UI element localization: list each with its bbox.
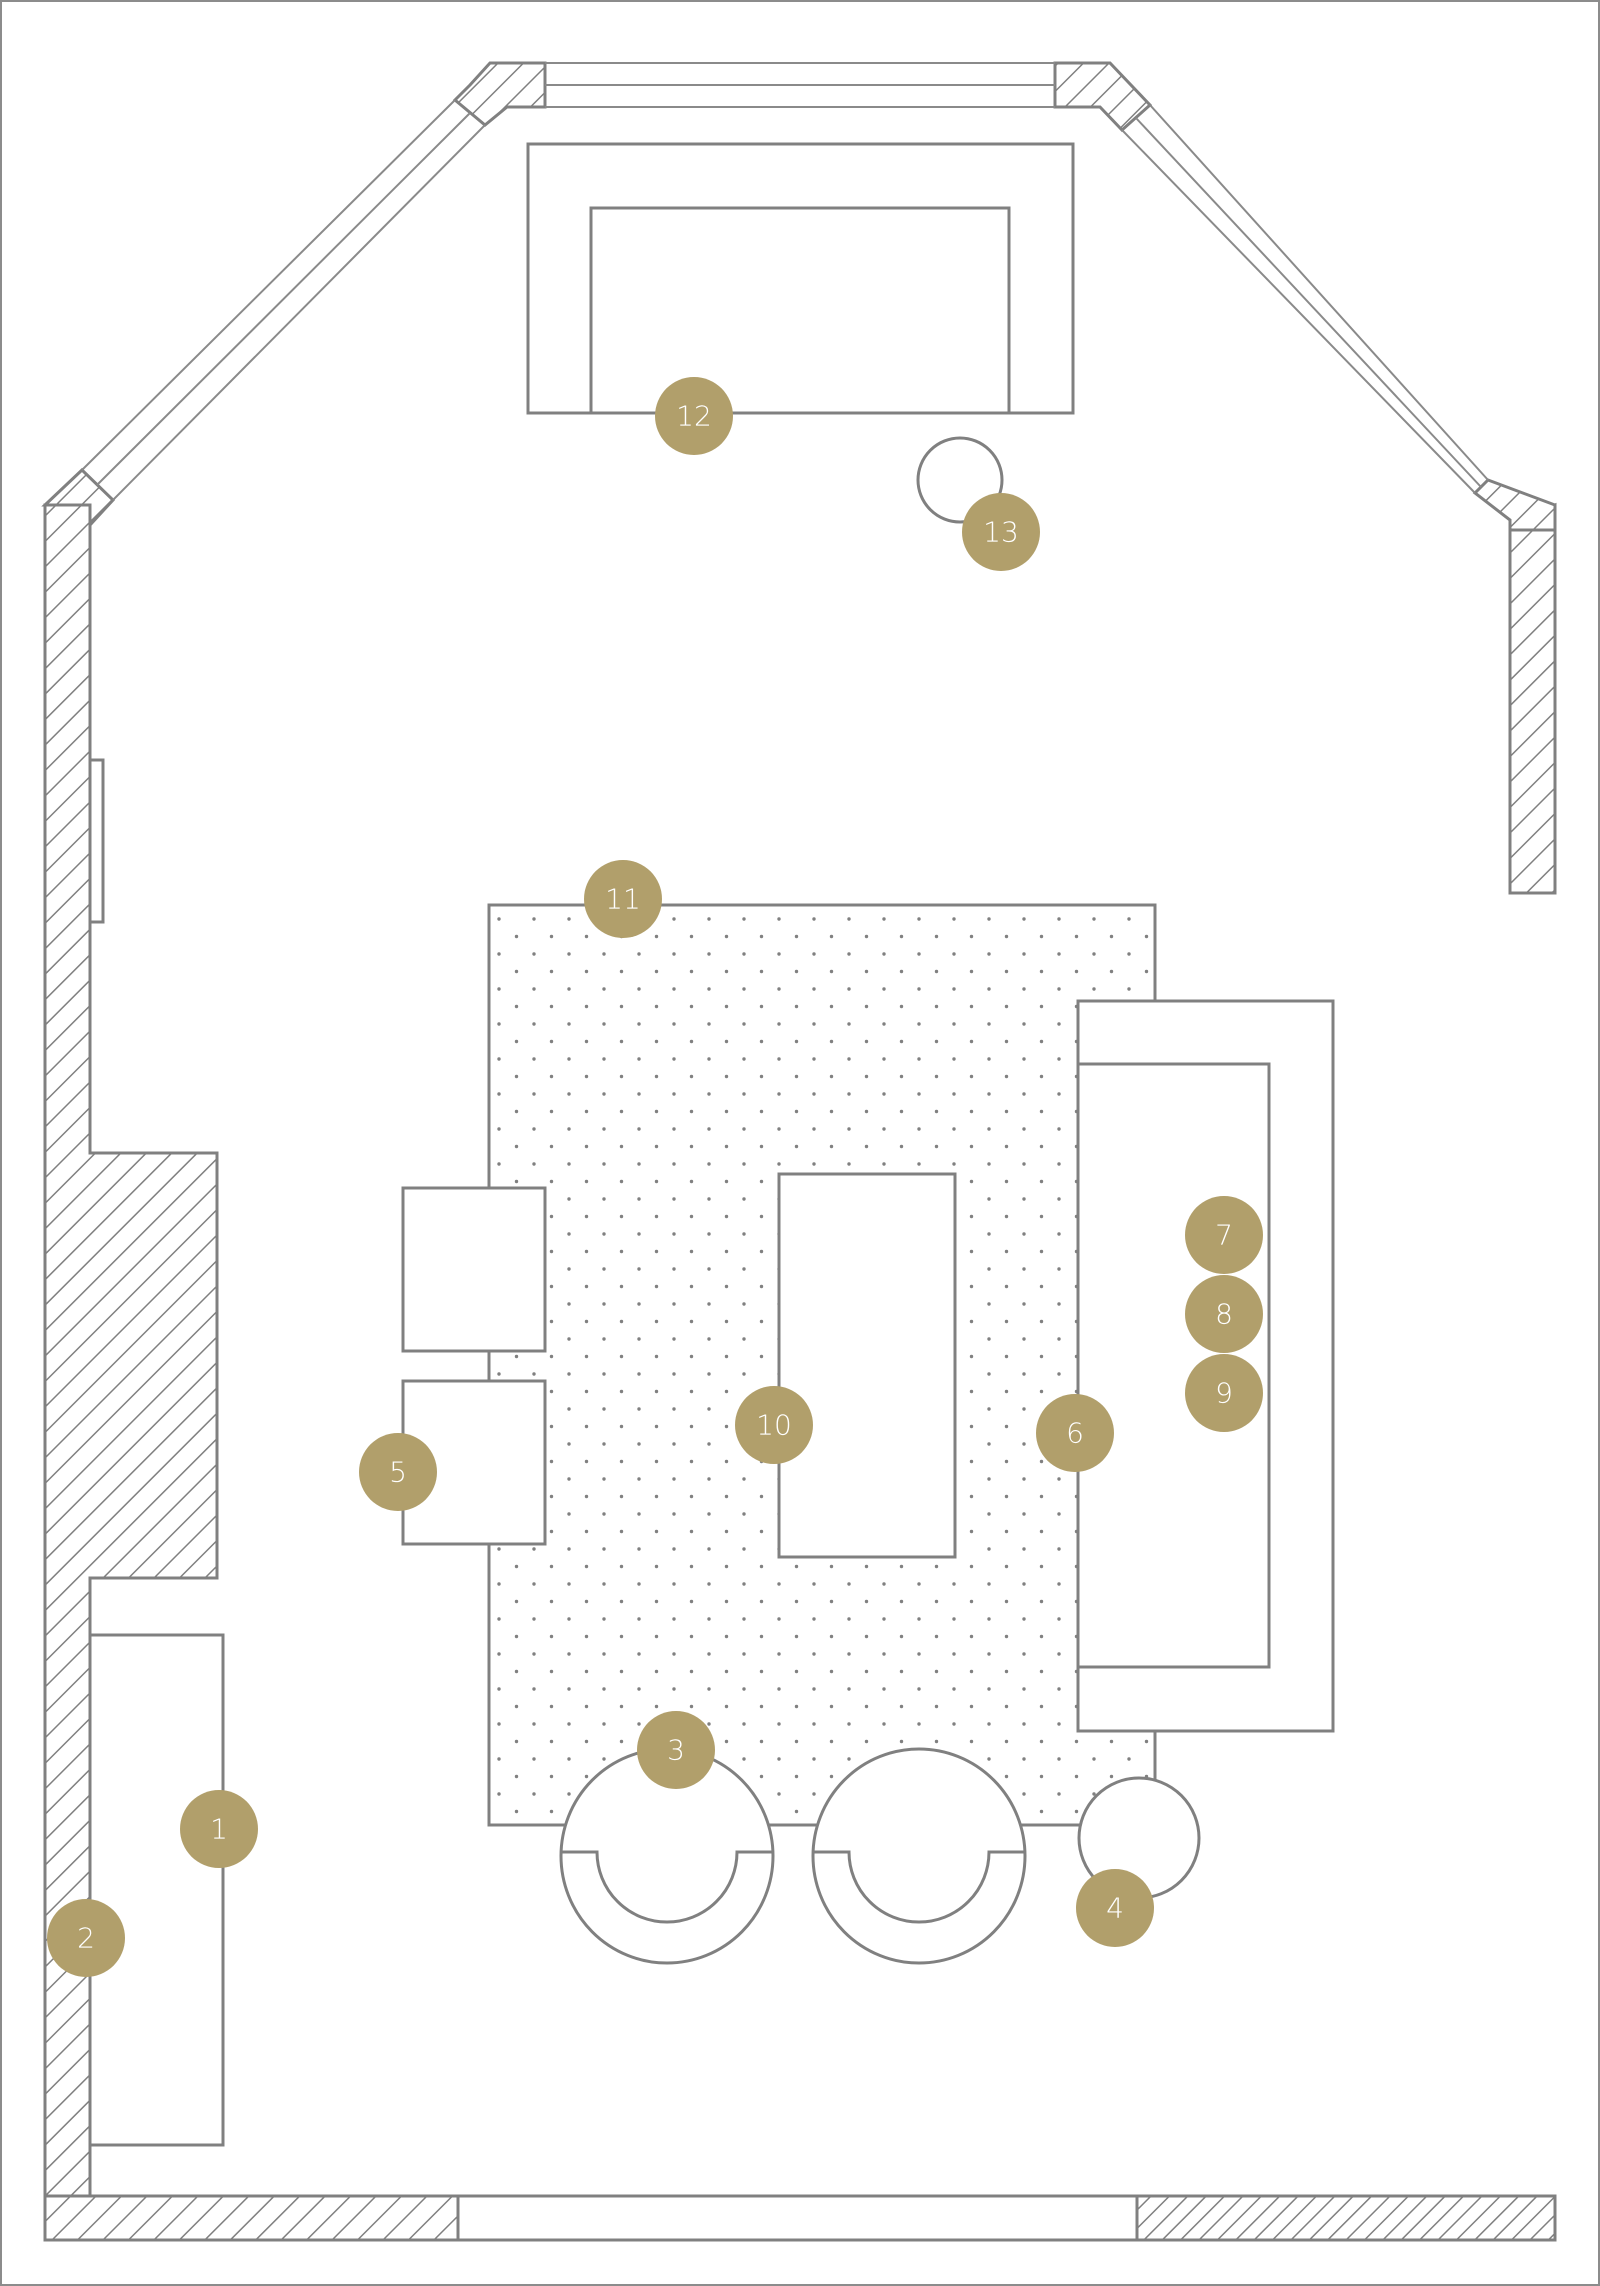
badge-label: 3 — [667, 1734, 685, 1767]
cabinet[interactable] — [88, 1633, 225, 2147]
badge-circle — [1185, 1275, 1263, 1353]
marker-badge-9[interactable]: 9 — [1185, 1354, 1263, 1432]
right-wall — [1508, 502, 1557, 895]
badge-label: 4 — [1106, 1892, 1124, 1925]
badge-label: 5 — [389, 1456, 407, 1489]
badge-circle — [359, 1433, 437, 1511]
marker-badge-13[interactable]: 13 — [962, 493, 1040, 571]
badge-label: 8 — [1215, 1298, 1233, 1331]
walls — [41, 61, 1557, 2242]
top-window — [545, 62, 1055, 108]
badge-label: 13 — [983, 516, 1019, 549]
badge-circle — [47, 1899, 125, 1977]
right-corner-bottom — [1472, 478, 1557, 532]
right-corner-top — [1053, 61, 1153, 133]
badge-circle — [1185, 1196, 1263, 1274]
badge-circle — [1185, 1354, 1263, 1432]
badge-circle — [637, 1711, 715, 1789]
bottom-wall-left — [43, 2194, 460, 2242]
badge-label: 9 — [1215, 1377, 1233, 1410]
marker-badge-6[interactable]: 6 — [1036, 1394, 1114, 1472]
badge-label: 2 — [77, 1922, 95, 1955]
left-diagonal-window — [81, 99, 486, 501]
marker-badge-8[interactable]: 8 — [1185, 1275, 1263, 1353]
marker-badge-7[interactable]: 7 — [1185, 1196, 1263, 1274]
badge-label: 6 — [1066, 1417, 1084, 1450]
badge-circle — [1036, 1394, 1114, 1472]
badge-circle — [735, 1386, 813, 1464]
bottom-doorway — [456, 2194, 1139, 2242]
coffee-table[interactable] — [777, 1172, 957, 1559]
marker-badge-5[interactable]: 5 — [359, 1433, 437, 1511]
badge-label: 11 — [605, 883, 641, 916]
marker-badge-11[interactable]: 11 — [584, 860, 662, 938]
badge-label: 12 — [676, 400, 712, 433]
end-table-upper[interactable] — [401, 1186, 547, 1353]
badge-circle — [584, 860, 662, 938]
armchair-right[interactable] — [811, 1747, 1027, 1965]
badge-circle — [655, 377, 733, 455]
left-wall-fixture-upper — [88, 758, 105, 924]
marker-badge-12[interactable]: 12 — [655, 377, 733, 455]
badge-circle — [962, 493, 1040, 571]
marker-badge-2[interactable]: 2 — [47, 1899, 125, 1977]
marker-badge-10[interactable]: 10 — [735, 1386, 813, 1464]
armchair-left[interactable] — [559, 1747, 775, 1965]
badge-label: 1 — [210, 1813, 228, 1846]
left-corner-bottom — [41, 467, 116, 529]
window-seat — [526, 142, 1075, 415]
marker-badge-4[interactable]: 4 — [1076, 1869, 1154, 1947]
badge-circle — [1076, 1869, 1154, 1947]
right-diagonal-window — [1121, 104, 1489, 494]
badge-label: 10 — [756, 1409, 792, 1442]
badge-circle — [180, 1790, 258, 1868]
left-corner-top — [452, 61, 547, 127]
marker-badge-3[interactable]: 3 — [637, 1711, 715, 1789]
badge-label: 7 — [1215, 1219, 1233, 1252]
bottom-wall-right — [1135, 2194, 1557, 2242]
marker-badge-1[interactable]: 1 — [180, 1790, 258, 1868]
